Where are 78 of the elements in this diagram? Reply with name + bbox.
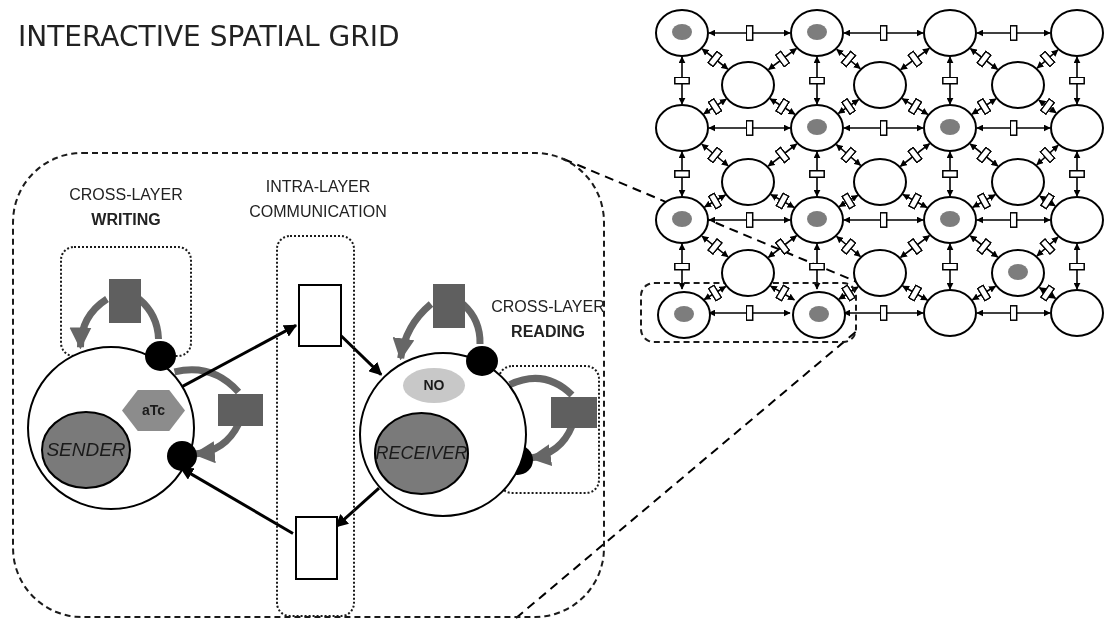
double-arrow	[836, 48, 861, 70]
double-arrow	[942, 56, 958, 105]
double-arrow	[708, 212, 791, 228]
double-arrow	[767, 47, 798, 71]
double-arrow	[835, 235, 862, 258]
arrow	[70, 296, 109, 350]
filled-square	[551, 397, 597, 428]
double-arrow	[971, 98, 997, 115]
arrow	[393, 301, 434, 361]
ellipse-label: RECEIVER	[375, 443, 468, 464]
filled-square	[109, 279, 141, 323]
dashed-inset-panel	[12, 152, 605, 618]
double-arrow	[976, 120, 1051, 136]
double-arrow	[1038, 284, 1057, 302]
diagram-title: INTERACTIVE SPATIAL GRID	[18, 20, 400, 53]
double-arrow	[899, 142, 931, 168]
double-arrow	[835, 143, 862, 167]
double-arrow	[769, 98, 796, 115]
double-arrow	[902, 192, 928, 210]
double-arrow	[1036, 49, 1059, 69]
double-arrow	[942, 243, 958, 290]
double-arrow	[703, 98, 727, 115]
double-arrow	[1036, 144, 1059, 166]
double-arrow	[899, 234, 931, 259]
double-arrow	[767, 143, 798, 167]
double-arrow	[809, 151, 825, 197]
double-arrow	[1069, 243, 1085, 290]
double-arrow	[901, 97, 929, 116]
filled-square	[218, 394, 263, 426]
double-arrow	[901, 284, 929, 302]
double-arrow	[809, 56, 825, 105]
open-rectangle	[298, 284, 342, 347]
group-heading: CROSS-LAYER READING	[490, 297, 606, 342]
double-arrow	[674, 56, 690, 105]
double-arrow	[769, 284, 796, 302]
double-arrow	[1039, 192, 1056, 210]
double-arrow	[976, 212, 1051, 228]
double-arrow	[1069, 151, 1085, 197]
double-arrow	[969, 47, 999, 71]
connector-line	[173, 366, 242, 395]
open-rectangle	[295, 516, 338, 580]
double-arrow	[838, 284, 859, 302]
dashed-leader-line	[515, 329, 858, 619]
double-arrow	[701, 143, 729, 167]
double-arrow	[809, 243, 825, 290]
arrow	[181, 324, 298, 388]
hexagon-label: aTc	[141, 402, 166, 419]
double-arrow	[837, 98, 860, 115]
double-arrow	[969, 143, 999, 167]
double-arrow	[843, 25, 924, 41]
double-arrow	[701, 235, 729, 258]
double-arrow	[838, 192, 859, 210]
double-arrow	[708, 25, 791, 41]
double-arrow	[674, 151, 690, 197]
filled-square	[433, 284, 465, 328]
ellipse-label: SENDER	[46, 439, 126, 461]
double-arrow	[770, 192, 795, 210]
double-arrow	[1036, 236, 1059, 257]
double-arrow	[976, 25, 1051, 41]
double-arrow	[843, 212, 924, 228]
double-arrow	[703, 284, 727, 302]
double-arrow	[976, 305, 1051, 321]
double-arrow	[942, 151, 958, 197]
ellipse-label: NO	[423, 377, 445, 394]
double-arrow	[708, 120, 791, 136]
double-arrow	[1069, 56, 1085, 105]
double-arrow	[899, 47, 931, 71]
double-arrow	[843, 120, 924, 136]
double-arrow	[1038, 98, 1057, 115]
double-arrow	[969, 235, 999, 258]
double-arrow	[703, 192, 727, 210]
group-heading: CROSS-LAYER WRITING	[68, 185, 184, 230]
double-arrow	[971, 284, 997, 302]
double-arrow	[674, 243, 690, 290]
double-arrow	[701, 48, 729, 70]
double-arrow	[767, 234, 798, 259]
group-heading: INTRA-LAYER COMMUNICATION	[248, 177, 388, 222]
double-arrow	[972, 192, 996, 210]
